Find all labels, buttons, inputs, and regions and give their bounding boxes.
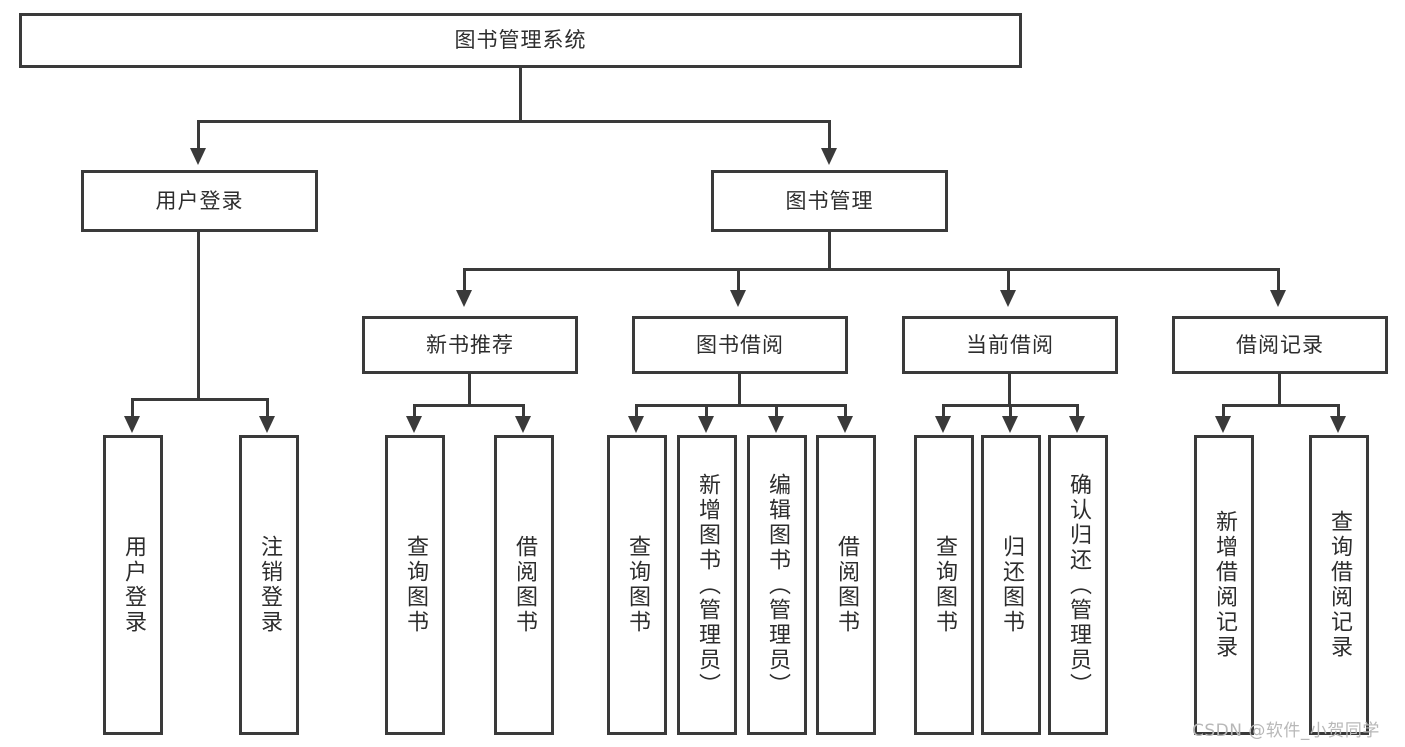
node-borrow-record-label: 借阅记录: [1236, 332, 1324, 357]
node-leaf-return-book[interactable]: 归还图书: [981, 435, 1041, 735]
arrowhead-leaf-borrow-book-1: [515, 416, 531, 433]
node-leaf-logout-login-label: 注销登录: [257, 535, 282, 635]
node-user-login[interactable]: 用户登录: [81, 170, 318, 232]
node-leaf-query-book-3-label: 查询图书: [932, 535, 957, 635]
connector-bb-drop-2: [705, 404, 708, 418]
node-borrow-record[interactable]: 借阅记录: [1172, 316, 1388, 374]
node-leaf-logout-login[interactable]: 注销登录: [239, 435, 299, 735]
node-user-login-label: 用户登录: [155, 188, 244, 213]
csdn-watermark: CSDN @软件_小贺同学: [1192, 721, 1380, 741]
node-current-borrow[interactable]: 当前借阅: [902, 316, 1118, 374]
node-leaf-query-record[interactable]: 查询借阅记录: [1309, 435, 1369, 735]
node-leaf-query-book-2-label: 查询图书: [625, 535, 650, 635]
node-leaf-borrow-book-2[interactable]: 借阅图书: [816, 435, 876, 735]
connector-user-login-drop-2: [266, 398, 269, 418]
arrowhead-leaf-add-book: [698, 416, 714, 433]
connector-bm-drop-3: [1007, 268, 1010, 292]
node-leaf-borrow-book-1[interactable]: 借阅图书: [494, 435, 554, 735]
node-leaf-query-book-1[interactable]: 查询图书: [385, 435, 445, 735]
node-leaf-add-record[interactable]: 新增借阅记录: [1194, 435, 1254, 735]
connector-br-drop-2: [1337, 404, 1340, 418]
connector-nbr-drop-2: [522, 404, 525, 418]
connector-bm-drop-4: [1277, 268, 1280, 292]
node-book-manage-label: 图书管理: [785, 188, 874, 213]
connector-bb-drop-1: [635, 404, 638, 418]
connector-book-manage-bus: [463, 268, 1280, 271]
node-leaf-borrow-book-2-label: 借阅图书: [834, 535, 859, 635]
arrowhead-user-login: [190, 148, 206, 165]
arrowhead-leaf-query-book-1: [406, 416, 422, 433]
arrowhead-book-manage: [821, 148, 837, 165]
arrowhead-leaf-query-book-3: [935, 416, 951, 433]
node-leaf-edit-book-label: 编辑图书（管理员）: [765, 472, 790, 698]
node-leaf-add-book-label: 新增图书（管理员）: [695, 472, 720, 698]
node-new-book-recommend-label: 新书推荐: [426, 332, 514, 357]
connector-root-bus: [197, 120, 831, 123]
node-root-label: 图书管理系统: [454, 28, 587, 53]
connector-cb-stem: [1008, 374, 1011, 406]
arrowhead-new-book-recommend: [456, 290, 472, 307]
node-leaf-add-book[interactable]: 新增图书（管理员）: [677, 435, 737, 735]
connector-user-login-drop-1: [131, 398, 134, 418]
arrowhead-book-borrow: [730, 290, 746, 307]
connector-root-to-book-manage: [828, 120, 831, 150]
arrowhead-leaf-add-record: [1215, 416, 1231, 433]
node-leaf-edit-book[interactable]: 编辑图书（管理员）: [747, 435, 807, 735]
arrowhead-borrow-record: [1270, 290, 1286, 307]
connector-bm-drop-1: [463, 268, 466, 292]
arrowhead-leaf-return-book: [1002, 416, 1018, 433]
connector-br-bus: [1222, 404, 1340, 407]
node-leaf-query-book-2[interactable]: 查询图书: [607, 435, 667, 735]
connector-bm-drop-2: [737, 268, 740, 292]
node-leaf-query-record-label: 查询借阅记录: [1327, 510, 1352, 660]
arrowhead-leaf-user-login: [124, 416, 140, 433]
node-new-book-recommend[interactable]: 新书推荐: [362, 316, 578, 374]
node-leaf-add-record-label: 新增借阅记录: [1212, 510, 1237, 660]
arrowhead-leaf-query-record: [1330, 416, 1346, 433]
arrowhead-leaf-logout-login: [259, 416, 275, 433]
connector-bb-drop-4: [844, 404, 847, 418]
connector-root-to-user-login: [197, 120, 200, 150]
node-leaf-confirm-return-label: 确认归还（管理员）: [1066, 472, 1091, 698]
node-leaf-query-book-3[interactable]: 查询图书: [914, 435, 974, 735]
node-current-borrow-label: 当前借阅: [966, 332, 1054, 357]
node-leaf-user-login-label: 用户登录: [121, 535, 146, 635]
connector-br-stem: [1278, 374, 1281, 406]
node-book-borrow-label: 图书借阅: [696, 332, 784, 357]
connector-book-manage-stem: [828, 232, 831, 270]
node-leaf-borrow-book-1-label: 借阅图书: [512, 535, 537, 635]
node-book-manage[interactable]: 图书管理: [711, 170, 948, 232]
connector-nbr-drop-1: [413, 404, 416, 418]
arrowhead-leaf-confirm-return: [1069, 416, 1085, 433]
connector-cb-drop-1: [942, 404, 945, 418]
node-book-borrow[interactable]: 图书借阅: [632, 316, 848, 374]
arrowhead-leaf-borrow-book-2: [837, 416, 853, 433]
connector-user-login-bus: [131, 398, 269, 401]
node-leaf-user-login[interactable]: 用户登录: [103, 435, 163, 735]
connector-cb-drop-3: [1076, 404, 1079, 418]
node-leaf-return-book-label: 归还图书: [999, 535, 1024, 635]
connector-user-login-stem: [197, 232, 200, 400]
connector-bb-bus: [635, 404, 847, 407]
connector-bb-stem: [738, 374, 741, 406]
arrowhead-leaf-edit-book: [768, 416, 784, 433]
connector-br-drop-1: [1222, 404, 1225, 418]
node-root[interactable]: 图书管理系统: [19, 13, 1022, 68]
connector-nbr-bus: [413, 404, 525, 407]
connector-cb-drop-2: [1009, 404, 1012, 418]
arrowhead-current-borrow: [1000, 290, 1016, 307]
connector-bb-drop-3: [775, 404, 778, 418]
arrowhead-leaf-query-book-2: [628, 416, 644, 433]
node-leaf-confirm-return[interactable]: 确认归还（管理员）: [1048, 435, 1108, 735]
connector-root-stem: [519, 68, 522, 120]
node-leaf-query-book-1-label: 查询图书: [403, 535, 428, 635]
connector-nbr-stem: [468, 374, 471, 406]
